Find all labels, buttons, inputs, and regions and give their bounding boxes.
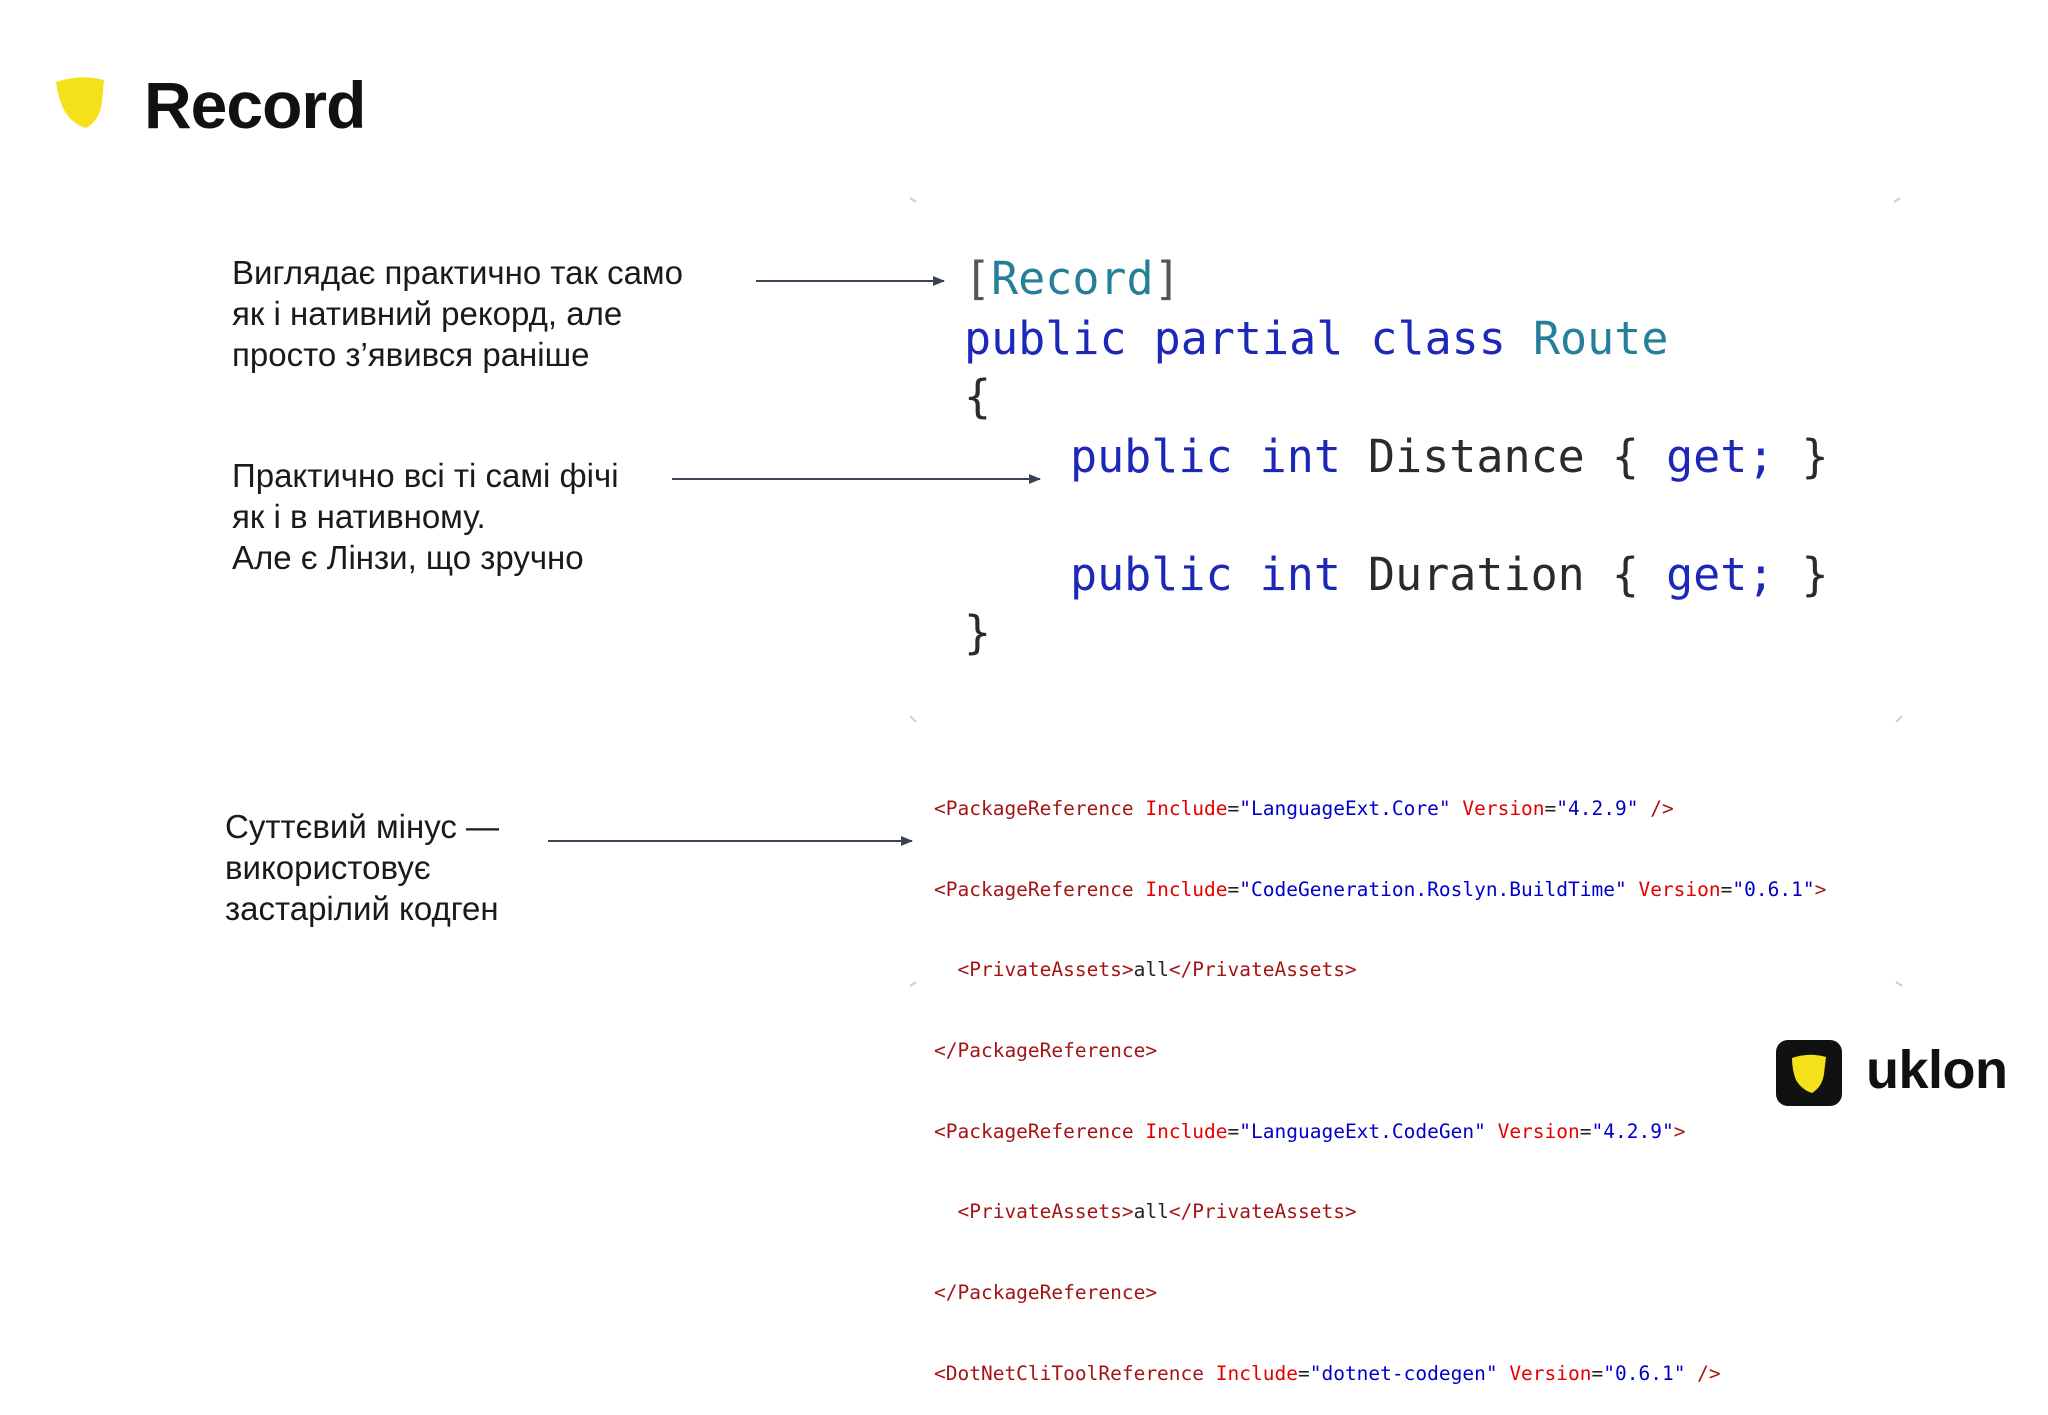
uklon-logo-icon (1776, 1040, 1842, 1106)
code-line-duration-property: public int Duration { get; } (1070, 548, 1829, 601)
note-outdated-codegen: Суттєвий мінус — використовує застарілий… (225, 808, 500, 927)
csproj-xml-snippet: <PackageReference Include="LanguageExt.C… (934, 742, 1934, 1385)
page-title: Record (144, 68, 366, 142)
note-features-lenses: Практично всі ті самі фічі як і в нативн… (232, 457, 619, 576)
csharp-code-snippet: [Record] public partial class Route { pu… (964, 250, 1904, 670)
xml-line: <DotNetCliToolReference Include="dotnet-… (934, 1361, 1721, 1385)
xml-line: </PackageReference> (934, 1281, 1158, 1305)
note-native-like: Виглядає практично так само як і нативни… (232, 254, 683, 373)
code-line-attribute: [Record] (964, 252, 1181, 305)
code-line-open-brace: { (964, 370, 992, 423)
xml-line: <PrivateAssets>all</PrivateAssets> (957, 1200, 1357, 1224)
yellow-shield-icon (56, 77, 104, 128)
xml-line: <PackageReference Include="LanguageExt.C… (934, 796, 1674, 820)
xml-line: <PrivateAssets>all</PrivateAssets> (957, 958, 1357, 982)
brand-name: uklon (1866, 1040, 2008, 1100)
xml-line: <PackageReference Include="LanguageExt.C… (934, 1119, 1686, 1143)
xml-line: </PackageReference> (934, 1038, 1158, 1062)
code-line-distance-property: public int Distance { get; } (1070, 430, 1829, 483)
code-line-close-brace: } (964, 606, 992, 659)
xml-line: <PackageReference Include="CodeGeneratio… (934, 877, 1827, 901)
code-line-class-declaration: public partial class Route (964, 312, 1669, 365)
